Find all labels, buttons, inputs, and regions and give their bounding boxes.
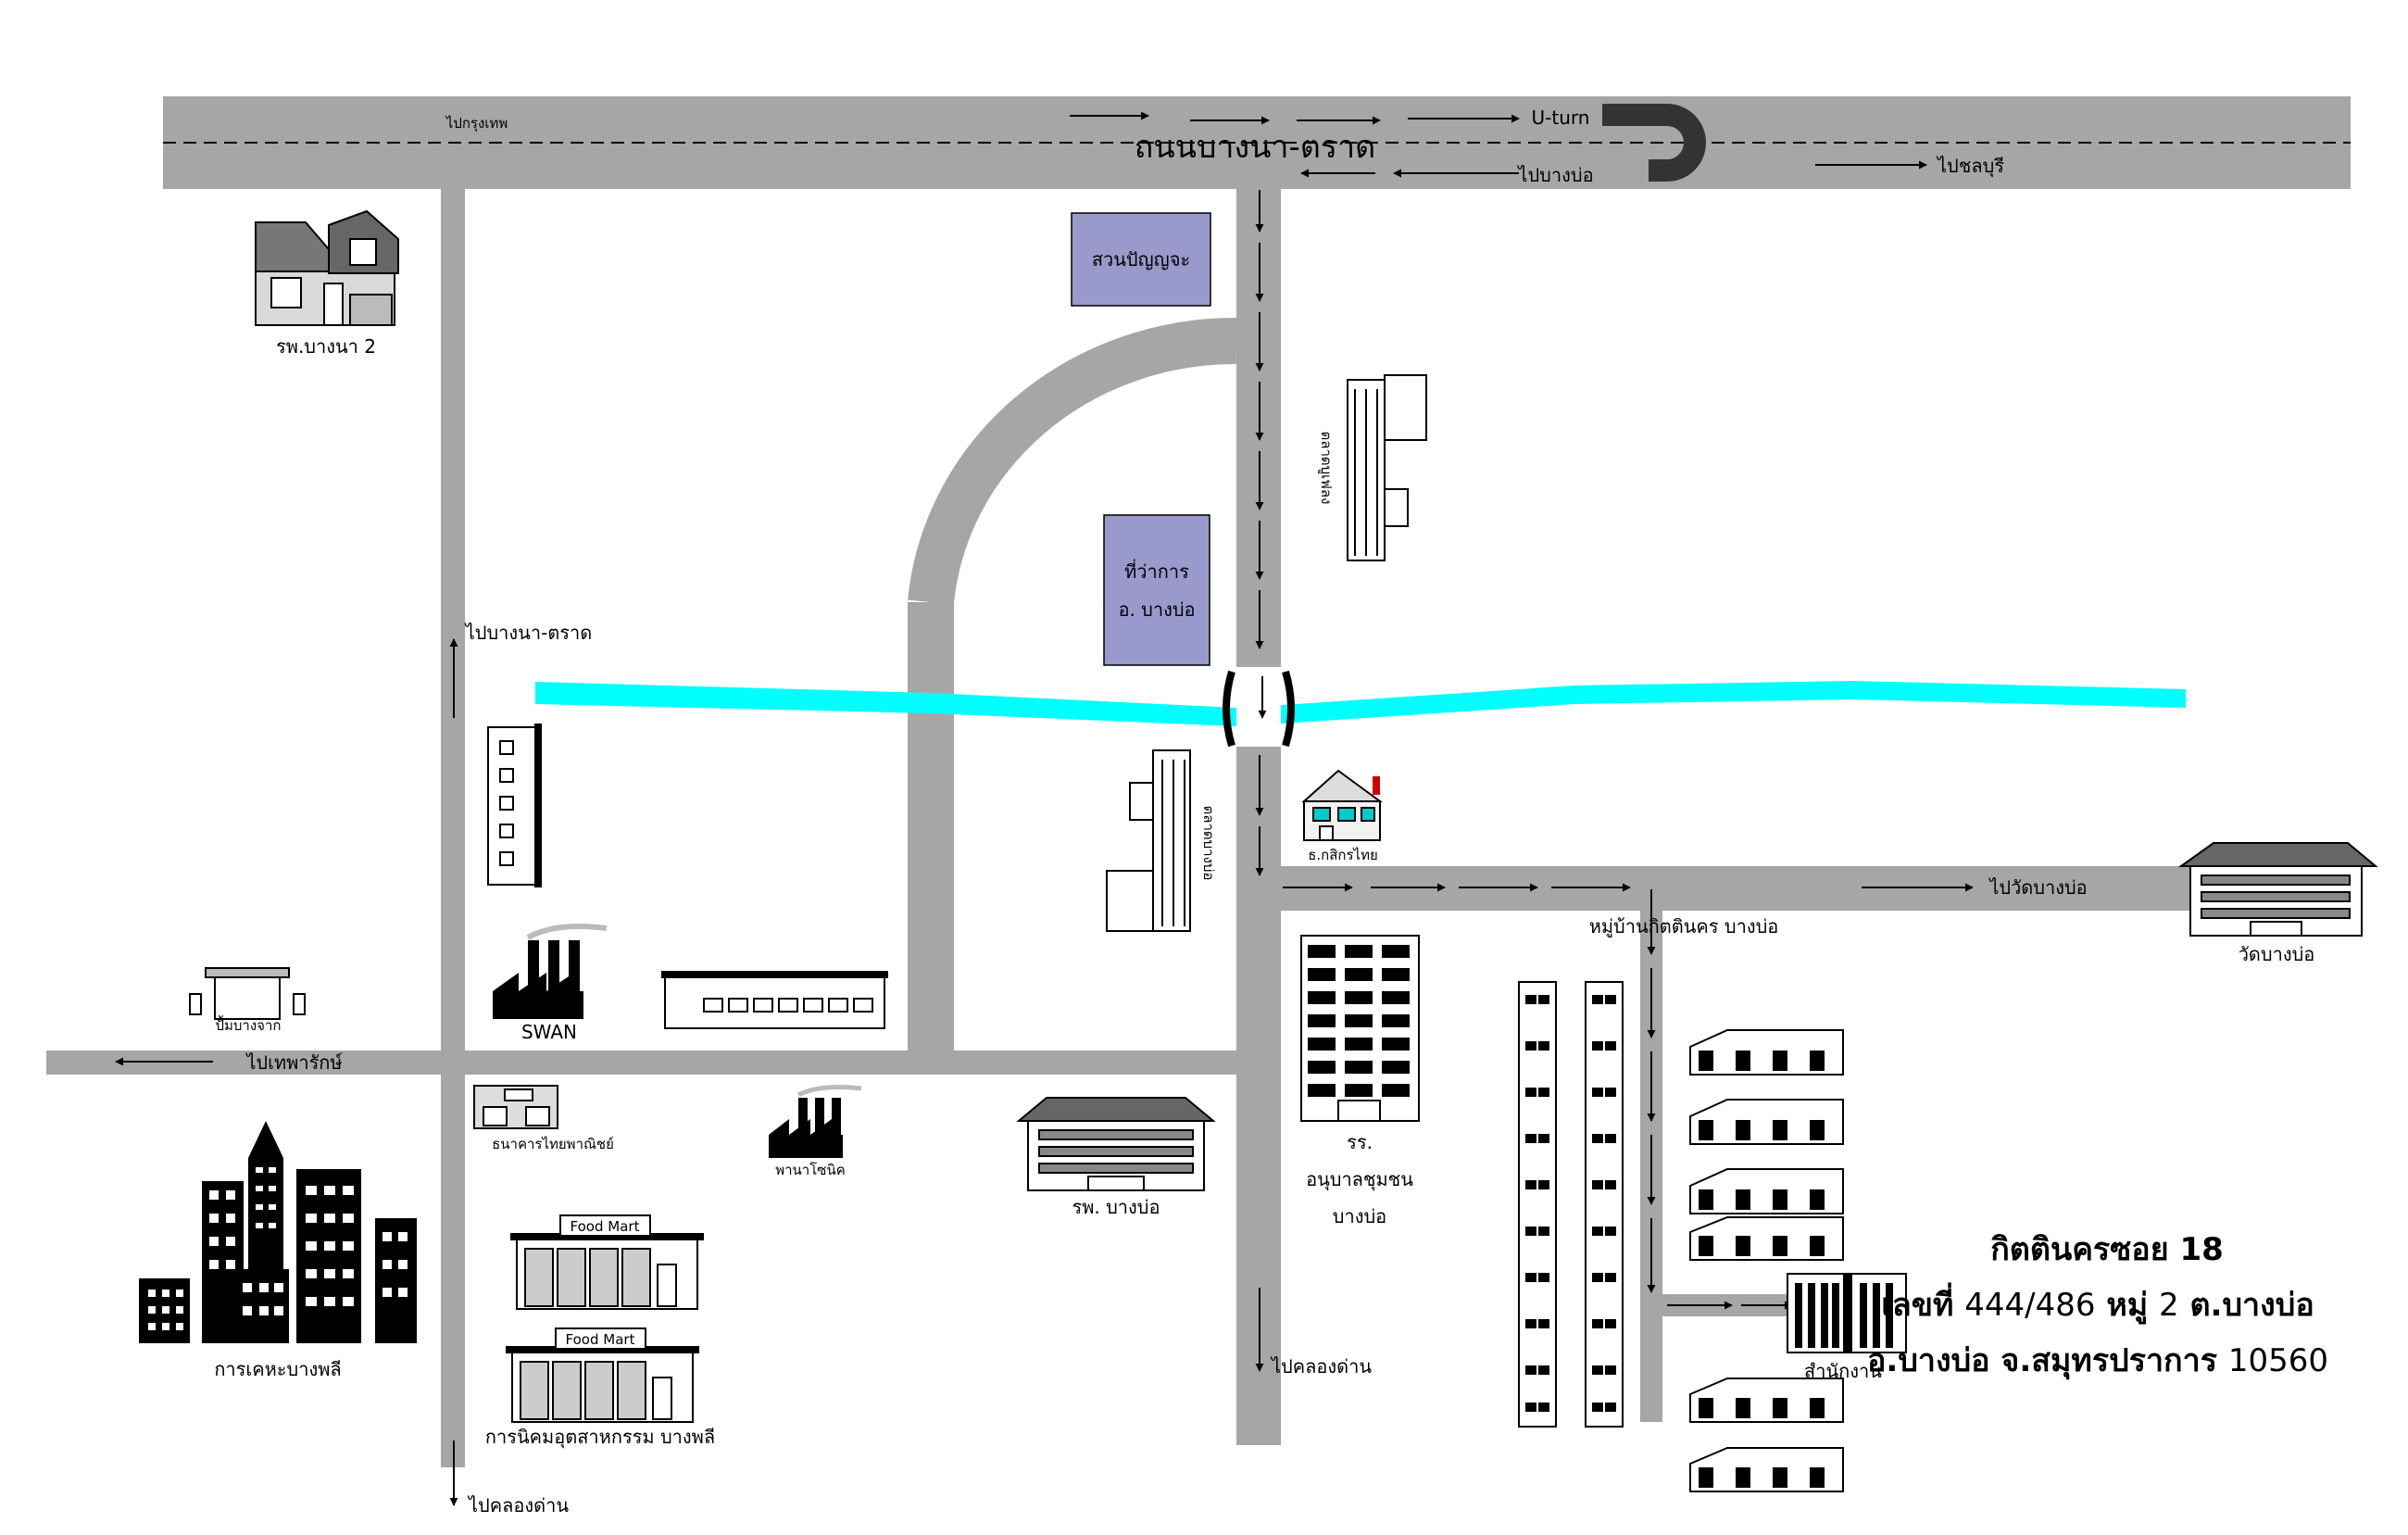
apartment-icon <box>1300 935 1420 1122</box>
food-mart-2-label: Food Mart <box>566 1331 635 1348</box>
factory-icon <box>769 1085 862 1158</box>
suan-panyacha: สวนปัญญจะ <box>1071 212 1211 307</box>
label-to-bangkok: ไปกรุงเทพ <box>445 115 508 132</box>
gas-station-icon <box>189 967 306 1020</box>
road-curve <box>908 317 1237 605</box>
vertical-building-label: ตลาดบูเฟลง <box>1318 432 1335 505</box>
label-to-bangna-trat: ไปบางนา-ตราด <box>464 622 593 644</box>
village-houses-row-1 <box>1689 1029 1844 1076</box>
swan-factory-label: SWAN <box>521 1021 577 1043</box>
canal <box>535 681 2186 726</box>
district-office-label-line1: ที่ว่าการ <box>1124 559 1189 583</box>
house-icon <box>255 209 399 326</box>
village-houses-row-2 <box>1689 1099 1844 1145</box>
address-district-province: อ.บางบ่อ จ.สมุทรปราการ <box>1867 1342 2218 1380</box>
label-to-theparak: ไปเทพารักษ์ <box>245 1051 343 1074</box>
bridge-icon <box>1223 670 1295 748</box>
road-left-vertical <box>441 189 465 1467</box>
bangbo-hospital-label: รพ. บางบ่อ <box>1072 1196 1160 1218</box>
bangbo-market-label: ตลาดบางบ่อ <box>1200 806 1217 881</box>
bank-icon <box>473 1085 558 1129</box>
label-to-wat-bangbo: ไปวัดบางบ่อ <box>1988 876 2087 899</box>
bridge-road <box>1236 667 1281 747</box>
kindergarten-label-line3: บางบ่อ <box>1333 1205 1386 1227</box>
village-townhouses-column-2 <box>1585 981 1624 1428</box>
skyscraper-icon <box>139 1121 417 1343</box>
apartment-icon <box>487 723 542 887</box>
direction-arrows <box>115 111 1974 1506</box>
address-block: กิตตินครซอย 18 เลขที่ 444/486 หมู่ 2 ต.บ… <box>1867 1231 2328 1380</box>
district-office-label-line2: อ. บางบ่อ <box>1118 598 1195 621</box>
panasonic-label: พานาโซนิค <box>775 1162 846 1178</box>
label-to-khlong-dan-center: ไปคลองด่าน <box>1270 1355 1372 1378</box>
apartment-icon <box>1347 374 1427 561</box>
village-houses-row-5 <box>1689 1378 1844 1423</box>
district-office: ที่ว่าการ อ. บางบ่อ <box>1103 514 1210 666</box>
kindergarten-label-line1: รร. <box>1347 1131 1373 1153</box>
label-highway-name: ถนนบางนา-ตราด <box>1135 129 1375 166</box>
village-houses-row-3 <box>1689 1168 1844 1214</box>
road-theparak <box>46 1051 1236 1075</box>
gas-station-label: ปั้มบางจาก <box>216 1015 282 1034</box>
village-townhouses-column-1 <box>1518 981 1557 1428</box>
kasikorn-bank-label: ธ.กสิกรไทย <box>1308 847 1378 863</box>
store-icon <box>506 1327 699 1423</box>
road-center-vertical <box>1236 189 1281 1445</box>
village-houses-row-6 <box>1689 1447 1844 1492</box>
u-turn-icon <box>1602 104 1706 182</box>
address-moo: หมู่ <box>2106 1287 2148 1325</box>
office-building-icon <box>1016 1097 1216 1191</box>
address-moo-number: 2 <box>2159 1287 2179 1324</box>
village-houses-row-4 <box>1689 1216 1844 1261</box>
kindergarten-label-line2: อนุบาลชุมชน <box>1306 1168 1413 1191</box>
housing-bangphli-label: การเคหะบางพลี <box>214 1358 341 1380</box>
wat-bangbo-label: วัดบางบ่อ <box>2239 943 2315 965</box>
address-number: 444/486 <box>1964 1287 2095 1324</box>
road-curve-stem <box>908 602 954 1051</box>
address-prefix: เลขที่ <box>1881 1282 1953 1324</box>
warehouse-icon <box>661 971 888 1029</box>
address-postcode: 10560 <box>2228 1342 2328 1379</box>
label-to-chonburi: ไปชลบุรี <box>1936 155 2004 178</box>
address-line-2: เลขที่ 444/486 หมู่ 2 ต.บางบ่อ <box>1881 1282 2314 1325</box>
label-to-khlong-dan-left: ไปคลองด่าน <box>467 1494 569 1516</box>
store-icon <box>510 1214 704 1310</box>
address-tambon: ต.บางบ่อ <box>2189 1287 2314 1324</box>
bangna2-hospital-label: รพ.บางนา 2 <box>276 335 376 358</box>
office-building-icon <box>1787 1273 1907 1353</box>
address-line-1: กิตตินครซอย 18 <box>1990 1231 2224 1268</box>
label-to-bangbo-top: ไปบางบ่อ <box>1516 164 1593 186</box>
suan-panyacha-label: สวนปัญญจะ <box>1092 248 1190 271</box>
factory-icon <box>493 923 608 1019</box>
office-building-icon <box>2177 842 2378 937</box>
apartment-icon <box>1106 749 1191 932</box>
address-line-3: อ.บางบ่อ จ.สมุทรปราการ 10560 <box>1867 1342 2328 1380</box>
label-u-turn: U-turn <box>1532 107 1590 129</box>
food-mart-1-label: Food Mart <box>571 1218 640 1235</box>
label-village: หมู่บ้านกิตตินคร บางบ่อ <box>1589 915 1779 938</box>
scb-bank-label: ธนาคารไทยพาณิชย์ <box>492 1136 614 1152</box>
bank-icon <box>1301 769 1384 841</box>
industrial-estate-label: การนิคมอุตสาหกรรม บางพลี <box>485 1426 715 1449</box>
